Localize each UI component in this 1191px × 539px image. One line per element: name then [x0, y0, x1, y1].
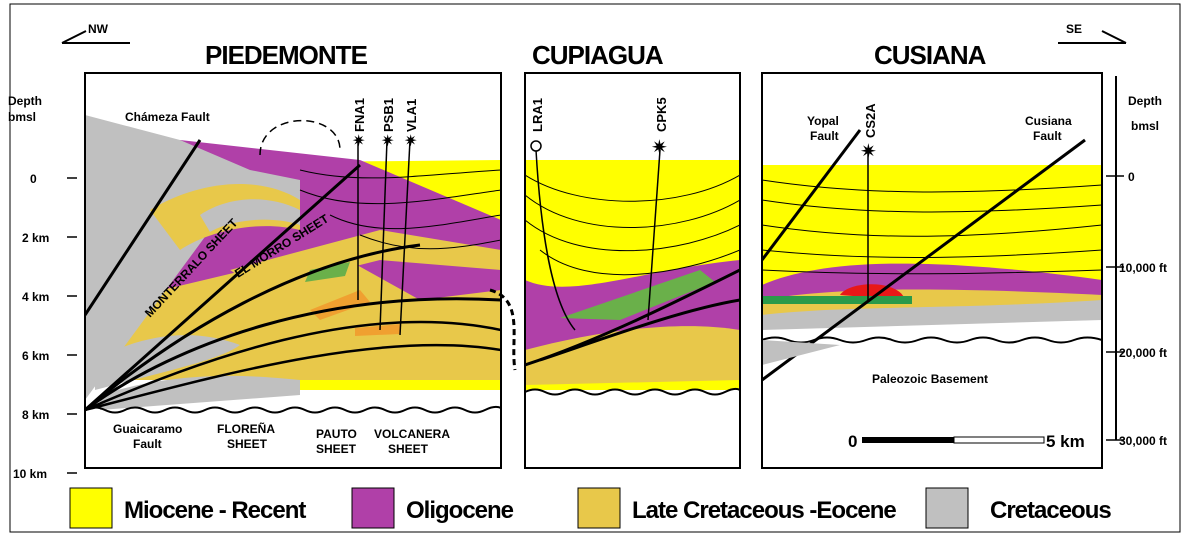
figure-frame	[9, 3, 1181, 533]
legend-label-oligocene: Oligocene	[406, 497, 514, 524]
label-volcanera-1: VOLCANERA	[374, 427, 450, 441]
well-lra1: LRA1	[530, 98, 545, 132]
label-chameza-fault: Chámeza Fault	[125, 110, 210, 124]
label-yopal-2: Fault	[810, 129, 839, 143]
left-tick-2: 4 km	[22, 290, 49, 304]
well-symbol-vla1: ✷	[404, 133, 417, 150]
well-psb1: PSB1	[381, 98, 396, 132]
right-tick-2: 20,000 ft	[1119, 346, 1167, 360]
well-vla1: VLA1	[404, 99, 419, 132]
label-guaicaramo-2: Fault	[133, 437, 162, 451]
title-piedemonte: PIEDEMONTE	[205, 40, 368, 70]
left-tick-1: 2 km	[22, 231, 49, 245]
legend-label-eocene: Late Cretaceous -Eocene	[632, 497, 896, 524]
right-axis-title-2: bmsl	[1131, 119, 1159, 133]
right-tick-3: 30,000 ft	[1119, 434, 1167, 448]
left-tick-0: 0	[30, 172, 37, 186]
left-depth-axis: Depth bmsl 0 2 km 4 km 6 km 8 km 10 km	[8, 94, 77, 481]
title-cusiana: CUSIANA	[874, 40, 987, 70]
se-label: SE	[1066, 22, 1082, 36]
left-tick-3: 6 km	[22, 349, 49, 363]
legend-swatch-oligocene	[351, 487, 395, 529]
well-cs2a: CS2A	[863, 103, 878, 138]
left-tick-4: 8 km	[22, 408, 49, 422]
se-arrow: SE	[1058, 22, 1127, 44]
right-tick-1: 10,000 ft	[1119, 261, 1167, 275]
label-florena-1: FLOREÑA	[217, 421, 275, 436]
left-tick-5: 10 km	[13, 467, 47, 481]
well-symbol-psb1: ✷	[381, 133, 394, 150]
well-symbol-cpk5: ✷	[651, 137, 668, 159]
legend-label-miocene: Miocene - Recent	[124, 497, 306, 524]
left-axis-title-1: Depth	[8, 94, 42, 108]
label-pauto-1: PAUTO	[316, 427, 357, 441]
legend-swatch-cretaceous	[925, 487, 969, 529]
well-cpk5: CPK5	[654, 97, 669, 132]
scale-start: 0	[848, 432, 857, 451]
scale-end: 5 km	[1046, 432, 1085, 451]
label-pauto-2: SHEET	[316, 442, 357, 456]
panel-cusiana: ✷ CS2A Yopal Fault Cusiana Fault Paleozo…	[761, 72, 1103, 469]
legend-swatch-miocene	[69, 487, 113, 529]
well-fna1: FNA1	[352, 98, 367, 132]
legend-swatch-eocene	[577, 487, 621, 529]
right-axis-title-1: Depth	[1128, 94, 1162, 108]
nw-label: NW	[88, 22, 109, 36]
legend-label-cretaceous: Cretaceous	[990, 497, 1111, 524]
scale-bar-black	[862, 437, 954, 443]
left-axis-title-2: bmsl	[8, 110, 36, 124]
label-paleozoic-basement: Paleozoic Basement	[872, 372, 988, 386]
scale-bar-white	[953, 436, 1045, 444]
legend: Miocene - Recent Oligocene Late Cretaceo…	[69, 487, 1112, 529]
label-florena-2: SHEET	[227, 437, 268, 451]
label-guaicaramo-1: Guaicaramo	[113, 422, 182, 436]
label-volcanera-2: SHEET	[388, 442, 429, 456]
panel-piedemonte: ✷ ✷ ✷ FNA1 PSB1 VLA1 Chámeza Fault MONTE…	[84, 72, 502, 469]
right-tick-0: 0	[1128, 170, 1135, 184]
label-cusiana-fault-2: Fault	[1033, 129, 1062, 143]
fault-connector	[489, 288, 517, 371]
right-depth-axis: Depth bmsl 0 10,000 ft 20,000 ft 30,000 …	[1106, 76, 1167, 448]
well-symbol-lra1	[530, 140, 542, 152]
nw-arrow: NW	[61, 22, 130, 44]
well-symbol-cs2a: ✷	[860, 141, 877, 163]
well-symbol-fna1: ✷	[352, 133, 365, 150]
title-cupiagua: CUPIAGUA	[532, 40, 664, 70]
label-yopal-1: Yopal	[807, 114, 839, 128]
label-cusiana-fault-1: Cusiana	[1025, 114, 1072, 128]
panel-cupiagua: ✷ LRA1 CPK5	[524, 72, 741, 469]
